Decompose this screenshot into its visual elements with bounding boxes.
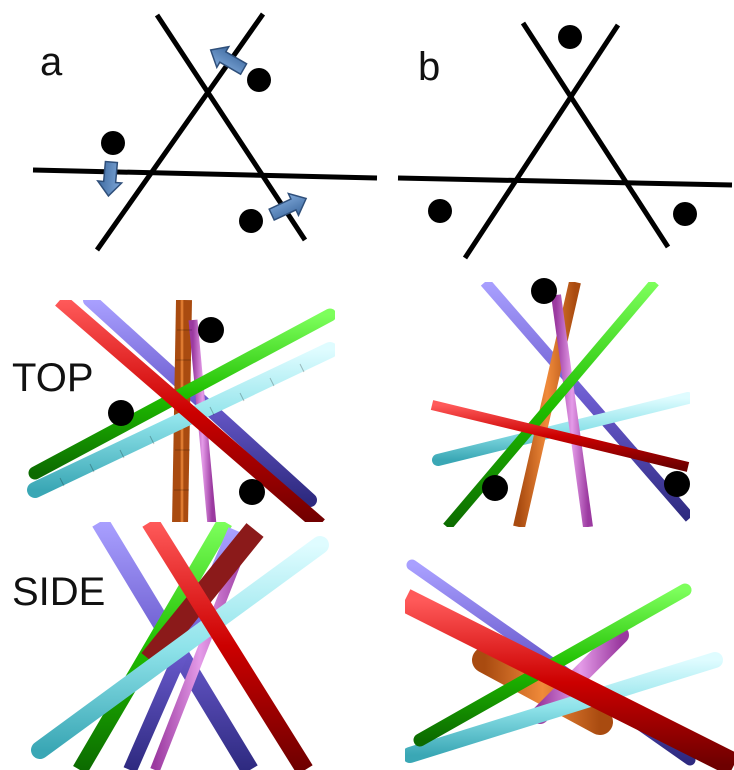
panel-b-dot-2 (428, 199, 452, 223)
panel-a-line-falling (154, 13, 308, 242)
tr-rod-pink (551, 294, 593, 527)
tr-rod-purple (480, 282, 690, 522)
panel-b-dot-1 (558, 25, 582, 49)
row-label-top: TOP (12, 356, 94, 400)
tl-rod-green (28, 308, 335, 480)
panel-a-dot-3 (239, 209, 263, 233)
panel-a-arrow-right (268, 192, 308, 222)
side-left-render (31, 522, 329, 770)
row-label-side: SIDE (12, 570, 106, 614)
panel-a-arrow-down (96, 160, 124, 198)
panel-a-arrow-up-left (209, 45, 248, 76)
panel-a-diagram (32, 12, 378, 252)
panel-label-b: b (418, 45, 441, 89)
sr-rod-cyan (405, 652, 723, 763)
sr-rod-orange (472, 647, 613, 735)
panel-b-line-horizontal (397, 175, 733, 188)
tl-dot-3 (239, 479, 265, 505)
tr-rod-cyan (432, 392, 690, 466)
panel-b-line-rising (462, 23, 621, 260)
tl-dot-1 (198, 317, 224, 343)
tr-dot-1 (531, 278, 557, 304)
tr-dot-3 (664, 471, 690, 497)
tr-rod-green (443, 282, 659, 527)
sl-rod-cyan (31, 536, 329, 759)
tl-rod-cyan (27, 342, 335, 498)
top-left-render (27, 300, 335, 522)
side-right-render (405, 559, 734, 770)
panel-a-line-horizontal (32, 167, 378, 181)
panel-b-diagram (397, 21, 733, 260)
tr-rod-red (430, 400, 690, 472)
tr-dot-2 (482, 475, 508, 501)
top-right-render (430, 278, 690, 527)
tl-dot-2 (108, 400, 134, 426)
panel-label-a: a (40, 40, 63, 84)
sl-rod-red (142, 522, 313, 770)
panel-a-dot-2 (101, 131, 125, 155)
tl-rod-red (55, 300, 325, 522)
panel-a-dot-1 (247, 68, 271, 92)
panel-b-line-falling (520, 21, 671, 249)
sr-rod-red (405, 589, 734, 770)
panel-a-line-rising (94, 12, 266, 252)
panel-b-dot-3 (673, 202, 697, 226)
